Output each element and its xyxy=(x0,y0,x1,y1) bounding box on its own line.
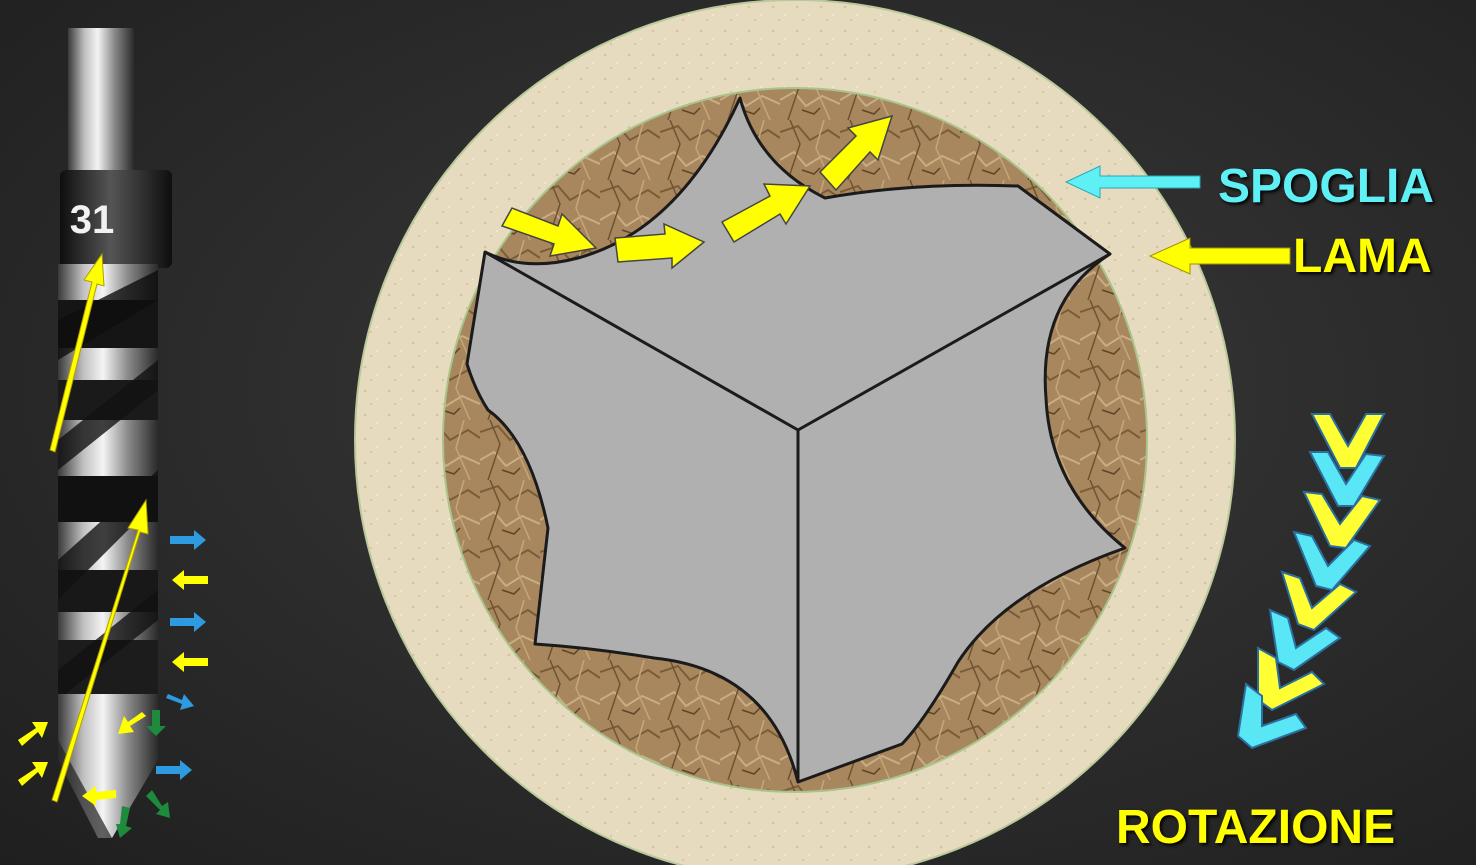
arrow-left-yellow-icon xyxy=(172,570,208,590)
arrow-right-yellow-icon xyxy=(18,722,48,746)
arrow-right-yellow-icon xyxy=(18,762,48,786)
lama-label: LAMA xyxy=(1293,233,1432,281)
drill-shank xyxy=(68,28,134,178)
rotazione-label: ROTAZIONE xyxy=(1116,804,1395,852)
spoglia-label: SPOGLIA xyxy=(1218,163,1434,211)
arrow-right-blue-icon xyxy=(170,612,206,632)
arrow-down-green-icon xyxy=(146,790,170,818)
rotation-chevrons-icon xyxy=(1238,414,1384,748)
drill-size-number: 31 xyxy=(66,200,118,240)
arrow-right-blue-icon xyxy=(170,530,206,550)
arrow-left-yellow-icon xyxy=(172,652,208,672)
arrow-right-blue-icon xyxy=(156,760,192,780)
arrow-right-blue-icon xyxy=(166,694,194,710)
